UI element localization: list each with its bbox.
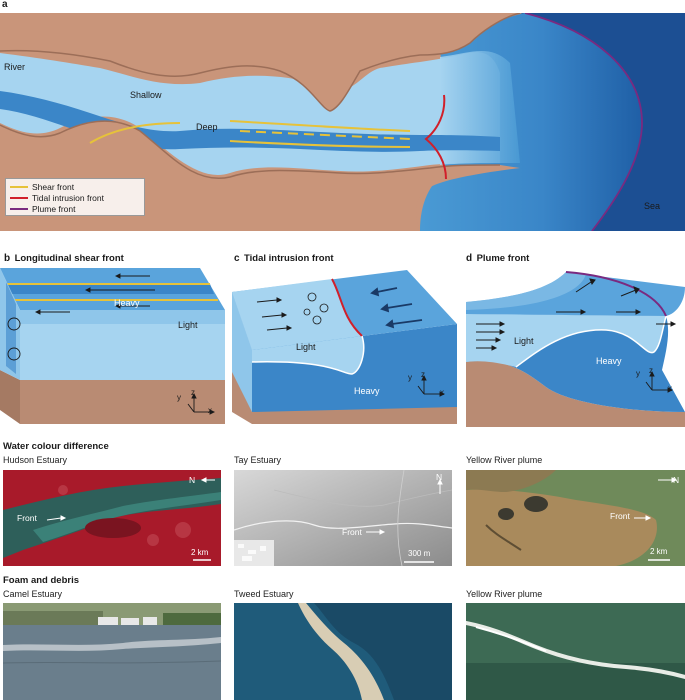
tidal-intrusion-front-line [424,94,447,180]
plume-front-line [524,12,643,232]
panel-b-title: Longitudinal shear front [14,253,124,264]
axis-z: z [649,366,653,375]
tay-estuary-photo: N Front 300 m [234,470,452,566]
label-heavy: Heavy [596,356,622,366]
panel-d-title: Plume front [476,253,530,264]
label-light: Light [296,342,316,352]
plume-front-block-diagram [466,262,685,427]
photo-label: Tay Estuary [234,455,282,465]
panel-c-heading: c Tidal intrusion front [234,248,334,266]
panel-b-heading: b Longitudinal shear front [4,248,124,266]
label-light: Light [514,336,534,346]
legend-label: Plume front [32,203,76,214]
yellow-river-plume-satellite-photo: N Front 2 km [466,470,685,566]
legend-label: Tidal intrusion front [32,192,104,203]
front-label: Front [610,511,630,521]
shear-front-block-diagram [0,262,225,427]
section-water-colour: Water colour difference [3,441,109,452]
photo-label: Yellow River plume [466,455,543,465]
photo-label: Tweed Estuary [234,589,294,599]
north-indicator: N [673,475,680,485]
panel-d-letter: d [466,253,473,264]
front-label: Front [17,513,37,523]
label-deep: Deep [196,122,218,132]
camel-estuary-photo [3,603,221,700]
photo-label: Yellow River plume [466,589,543,599]
panel-a-letter: a [2,0,8,10]
panel-c-title: Tidal intrusion front [244,253,334,264]
axis-x: x [668,384,672,393]
axis-y: y [177,393,181,402]
axis-z: z [191,388,195,397]
label-heavy: Heavy [354,386,380,396]
axis-x: x [208,406,212,415]
legend-item-tidal: Tidal intrusion front [10,192,140,203]
axis-y: y [636,369,640,378]
tidal-intrusion-block-diagram [232,262,457,427]
axis-z: z [421,370,425,379]
label-light: Light [178,320,198,330]
legend-swatch [10,207,28,210]
legend-swatch [10,196,28,199]
axis-y: y [408,373,412,382]
label-shallow: Shallow [130,90,162,100]
label-river: River [4,62,26,72]
tweed-estuary-photo [234,603,452,700]
label-sea: Sea [644,201,661,211]
shear-front-line [89,122,181,144]
panel-c-letter: c [234,253,240,264]
front-label: Front [342,527,362,537]
north-indicator: N [189,475,196,485]
hudson-estuary-photo: N Front 2 km [3,470,221,566]
north-indicator: N [436,472,443,482]
photo-label: Camel Estuary [3,589,63,599]
panel-d-heading: d Plume front [466,248,529,266]
scale-bar-label: 300 m [408,549,431,558]
label-heavy: Heavy [114,298,140,308]
legend: Shear front Tidal intrusion front Plume … [5,178,145,216]
photo-label: Hudson Estuary [3,455,68,465]
legend-item-plume: Plume front [10,203,140,214]
legend-label: Shear front [32,181,75,192]
scale-bar-label: 2 km [191,548,209,557]
legend-item-shear: Shear front [10,181,140,192]
axis-x: x [440,388,444,397]
yellow-river-plume-foam-photo [466,603,685,700]
scale-bar-label: 2 km [650,547,668,556]
section-foam-debris: Foam and debris [3,575,80,586]
panel-b-letter: b [4,253,11,264]
legend-swatch [10,185,28,188]
